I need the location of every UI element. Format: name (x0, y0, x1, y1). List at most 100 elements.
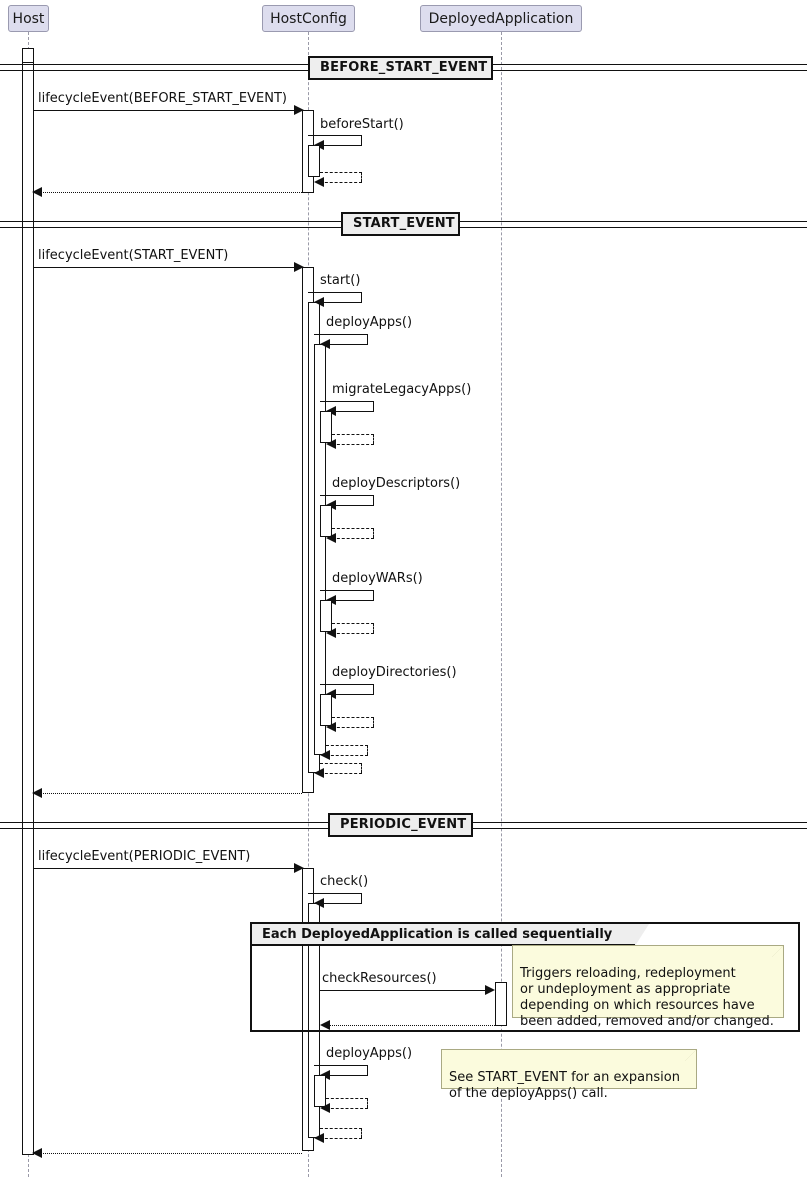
message-line-m18 (40, 793, 302, 794)
message-line-m9-bottom (332, 444, 374, 445)
message-arrowhead-m18 (32, 788, 42, 798)
message-line-m6-bottom (320, 302, 362, 303)
message-vline-m24 (367, 1098, 368, 1108)
message-line-m13-top (332, 623, 374, 624)
note-deploy-apps-fold (685, 1050, 696, 1061)
note-check-resources: Triggers reloading, redeployment or unde… (512, 945, 784, 1029)
message-vline-m12 (373, 590, 374, 600)
message-arrowhead-m4 (32, 187, 42, 197)
message-vline-m23 (367, 1065, 368, 1075)
message-arrowhead-m21 (485, 985, 495, 995)
message-line-m14-top (320, 684, 374, 685)
message-label-m14: deployDirectories() (332, 665, 457, 680)
message-line-m2-bottom (320, 145, 362, 146)
message-line-m2-top (308, 135, 362, 136)
message-line-m23-bottom (326, 1075, 368, 1076)
participant-host-label: Host (12, 10, 45, 27)
message-arrowhead-m7 (320, 339, 330, 349)
message-line-m24-bottom (326, 1108, 368, 1109)
message-line-m4 (40, 192, 302, 193)
message-line-m13-bottom (332, 633, 374, 634)
message-vline-m9 (373, 434, 374, 444)
message-arrowhead-m15 (326, 722, 336, 732)
message-vline-m25 (361, 1128, 362, 1138)
message-arrowhead-m16 (320, 750, 330, 760)
message-arrowhead-m9 (326, 439, 336, 449)
message-vline-m14 (373, 684, 374, 694)
message-line-m23-top (314, 1065, 368, 1066)
message-line-m3-bottom (320, 182, 362, 183)
message-label-m23: deployApps() (326, 1046, 413, 1061)
activation-host-main (22, 62, 34, 1155)
message-label-m12: deployWARs() (332, 571, 423, 586)
message-label-m7: deployApps() (326, 315, 413, 330)
message-line-m20-bottom (320, 903, 362, 904)
note-check-resources-text: Triggers reloading, redeployment or unde… (520, 966, 774, 1029)
message-label-m8: migrateLegacyApps() (332, 382, 472, 397)
message-line-m17-bottom (320, 773, 362, 774)
message-line-m12-bottom (332, 600, 374, 601)
message-label-m19: lifecycleEvent(PERIODIC_EVENT) (38, 849, 251, 864)
message-label-m1: lifecycleEvent(BEFORE_START_EVENT) (38, 91, 287, 106)
message-line-m22 (328, 1025, 495, 1026)
message-label-m5: lifecycleEvent(START_EVENT) (38, 248, 229, 263)
message-line-m9-top (332, 434, 374, 435)
divider-start-event: START_EVENT (341, 212, 460, 236)
message-line-m14-bottom (332, 694, 374, 695)
message-label-m10: deployDescriptors() (332, 476, 461, 491)
message-vline-m3 (361, 172, 362, 182)
message-label-m21: checkResources() (322, 971, 437, 986)
message-line-m21 (320, 990, 486, 991)
group-tab-sequential: Each DeployedApplication is called seque… (252, 924, 635, 946)
activation-deployedapplication-checkresources (495, 982, 507, 1026)
message-arrowhead-m24 (320, 1103, 330, 1113)
message-arrowhead-m11 (326, 533, 336, 543)
message-line-m3-top (320, 172, 362, 173)
message-line-m25-bottom (320, 1138, 362, 1139)
message-vline-m10 (373, 495, 374, 505)
message-vline-m20 (361, 893, 362, 903)
message-line-m16-bottom (326, 755, 368, 756)
message-vline-m8 (373, 401, 374, 411)
message-arrowhead-m3 (314, 177, 324, 187)
message-line-m26 (40, 1153, 302, 1154)
message-line-m12-top (320, 590, 374, 591)
message-line-m10-top (320, 495, 374, 496)
message-line-m15-bottom (332, 727, 374, 728)
message-arrowhead-m6 (314, 297, 324, 307)
message-vline-m13 (373, 623, 374, 633)
group-frame-sequential (250, 922, 800, 1032)
message-arrowhead-m13 (326, 628, 336, 638)
message-vline-m2 (361, 135, 362, 145)
message-vline-m15 (373, 717, 374, 727)
message-line-m6-top (308, 292, 362, 293)
message-label-m2: beforeStart() (320, 117, 404, 132)
message-vline-m7 (367, 334, 368, 344)
lifeline-deployedapplication (501, 32, 502, 1177)
participant-host[interactable]: Host (8, 5, 49, 32)
message-vline-m6 (361, 292, 362, 302)
note-deploy-apps: See START_EVENT for an expansion of the … (441, 1049, 697, 1101)
divider-periodic-label: PERIODIC_EVENT (340, 817, 467, 832)
message-label-m20: check() (320, 874, 369, 889)
divider-before-start-event: BEFORE_START_EVENT (308, 56, 493, 80)
divider-before-start-label: BEFORE_START_EVENT (320, 60, 488, 75)
message-line-m17-top (320, 763, 362, 764)
message-line-m16-top (326, 745, 368, 746)
message-line-m5 (34, 267, 301, 268)
participant-hostconfig[interactable]: HostConfig (262, 5, 355, 32)
message-line-m25-top (320, 1128, 362, 1129)
participant-deployedapplication[interactable]: DeployedApplication (420, 5, 582, 32)
message-arrowhead-m5 (294, 262, 304, 272)
activation-hostconfig-before-start-l2 (308, 145, 320, 177)
message-arrowhead-m25 (314, 1133, 324, 1143)
message-line-m10-bottom (332, 505, 374, 506)
message-arrowhead-m17 (314, 768, 324, 778)
message-line-m8-top (320, 401, 374, 402)
divider-periodic-event: PERIODIC_EVENT (328, 813, 473, 837)
participant-hostconfig-label: HostConfig (270, 10, 347, 27)
divider-start-label: START_EVENT (353, 216, 455, 231)
message-vline-m11 (373, 528, 374, 538)
message-line-m11-bottom (332, 538, 374, 539)
